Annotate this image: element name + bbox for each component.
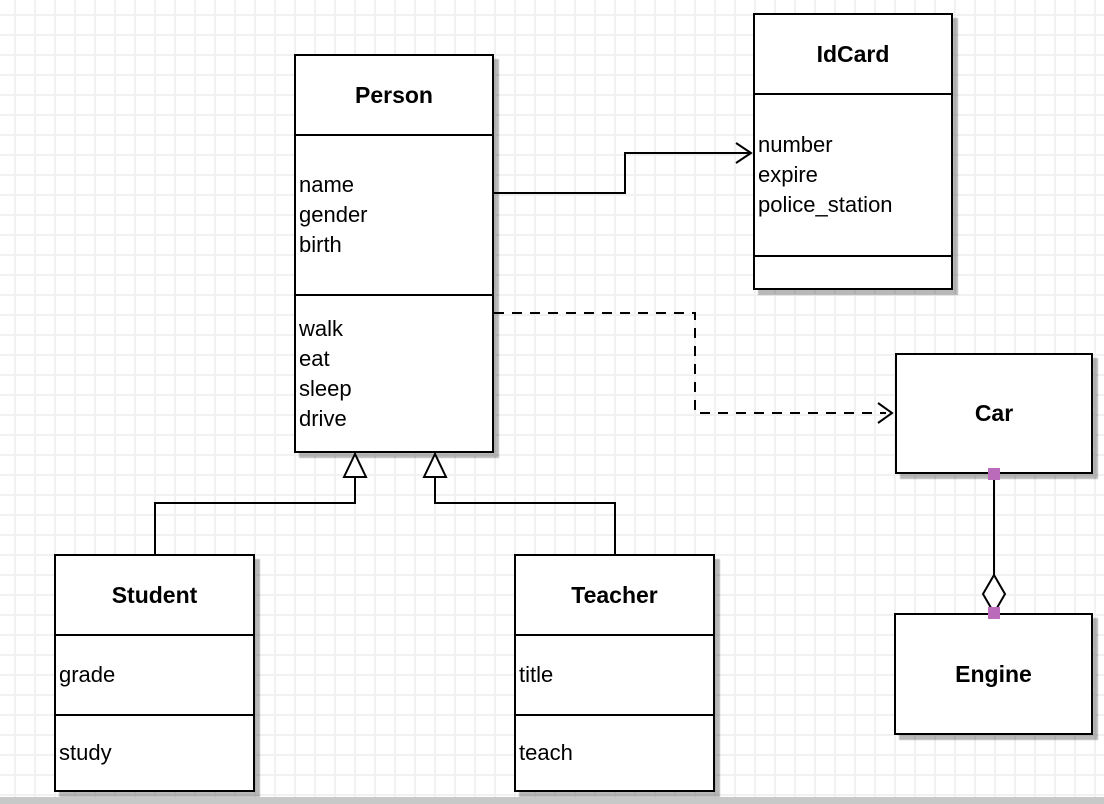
edge-line [434, 478, 616, 554]
edge-line [494, 312, 886, 414]
edge-generalization-teacher-person[interactable] [422, 451, 616, 554]
class-title: Teacher [516, 556, 713, 636]
class-title: Student [56, 556, 253, 636]
method-row: walk [299, 315, 344, 341]
generalization-triangle-icon [422, 451, 448, 478]
open-arrowhead-icon [877, 402, 894, 424]
class-title-label: IdCard [816, 40, 890, 67]
attribute-row: title [519, 662, 554, 687]
edge-aggregation-car-engine[interactable] [981, 468, 1007, 619]
attributes-compartment: name gender birth [296, 136, 492, 296]
class-title: Car [897, 355, 1091, 472]
class-box-teacher[interactable]: Teacher title teach [514, 554, 715, 792]
attributes-compartment: grade [56, 636, 253, 716]
class-box-car[interactable]: Car [895, 353, 1093, 474]
edge-line [154, 478, 356, 554]
class-title-label: Student [111, 581, 198, 608]
aggregation-diamond-icon [981, 573, 1007, 615]
edge-generalization-student-person[interactable] [154, 451, 368, 554]
methods-compartment: walk eat sleep drive [296, 296, 492, 451]
methods-compartment: teach [516, 716, 713, 790]
method-row: study [59, 740, 112, 765]
attribute-row: expire [758, 162, 818, 187]
methods-compartment-empty [755, 257, 951, 288]
method-row: eat [299, 345, 330, 371]
class-title-label: Person [355, 81, 433, 108]
edge-association-person-idcard[interactable] [494, 142, 753, 194]
methods-compartment: study [56, 716, 253, 790]
attribute-row: birth [299, 232, 342, 257]
attribute-row: gender [299, 202, 368, 227]
class-title-label: Car [974, 400, 1014, 426]
method-row: teach [519, 740, 573, 765]
class-box-student[interactable]: Student grade study [54, 554, 255, 792]
attribute-row: name [299, 172, 355, 197]
attribute-row: police_station [758, 192, 893, 217]
generalization-triangle-icon [342, 451, 368, 478]
attributes-compartment: number expire police_station [755, 95, 951, 257]
class-box-engine[interactable]: Engine [894, 613, 1093, 735]
class-title: Engine [896, 615, 1091, 733]
page-edge-strip [0, 797, 1104, 804]
class-box-idcard[interactable]: IdCard number expire police_station [753, 13, 953, 290]
class-title: IdCard [755, 15, 951, 95]
attribute-row: grade [59, 662, 116, 687]
class-title: Person [296, 56, 492, 136]
method-row: drive [299, 405, 347, 431]
method-row: sleep [299, 375, 352, 401]
open-arrowhead-icon [735, 142, 753, 164]
class-title-label: Engine [955, 660, 1032, 687]
attribute-row: number [758, 132, 833, 157]
attributes-compartment: title [516, 636, 713, 716]
class-box-person[interactable]: Person name gender birth walk eat sleep … [294, 54, 494, 453]
edge-line [494, 152, 749, 194]
class-title-label: Teacher [571, 581, 658, 608]
edge-dependency-person-car[interactable] [494, 312, 894, 424]
